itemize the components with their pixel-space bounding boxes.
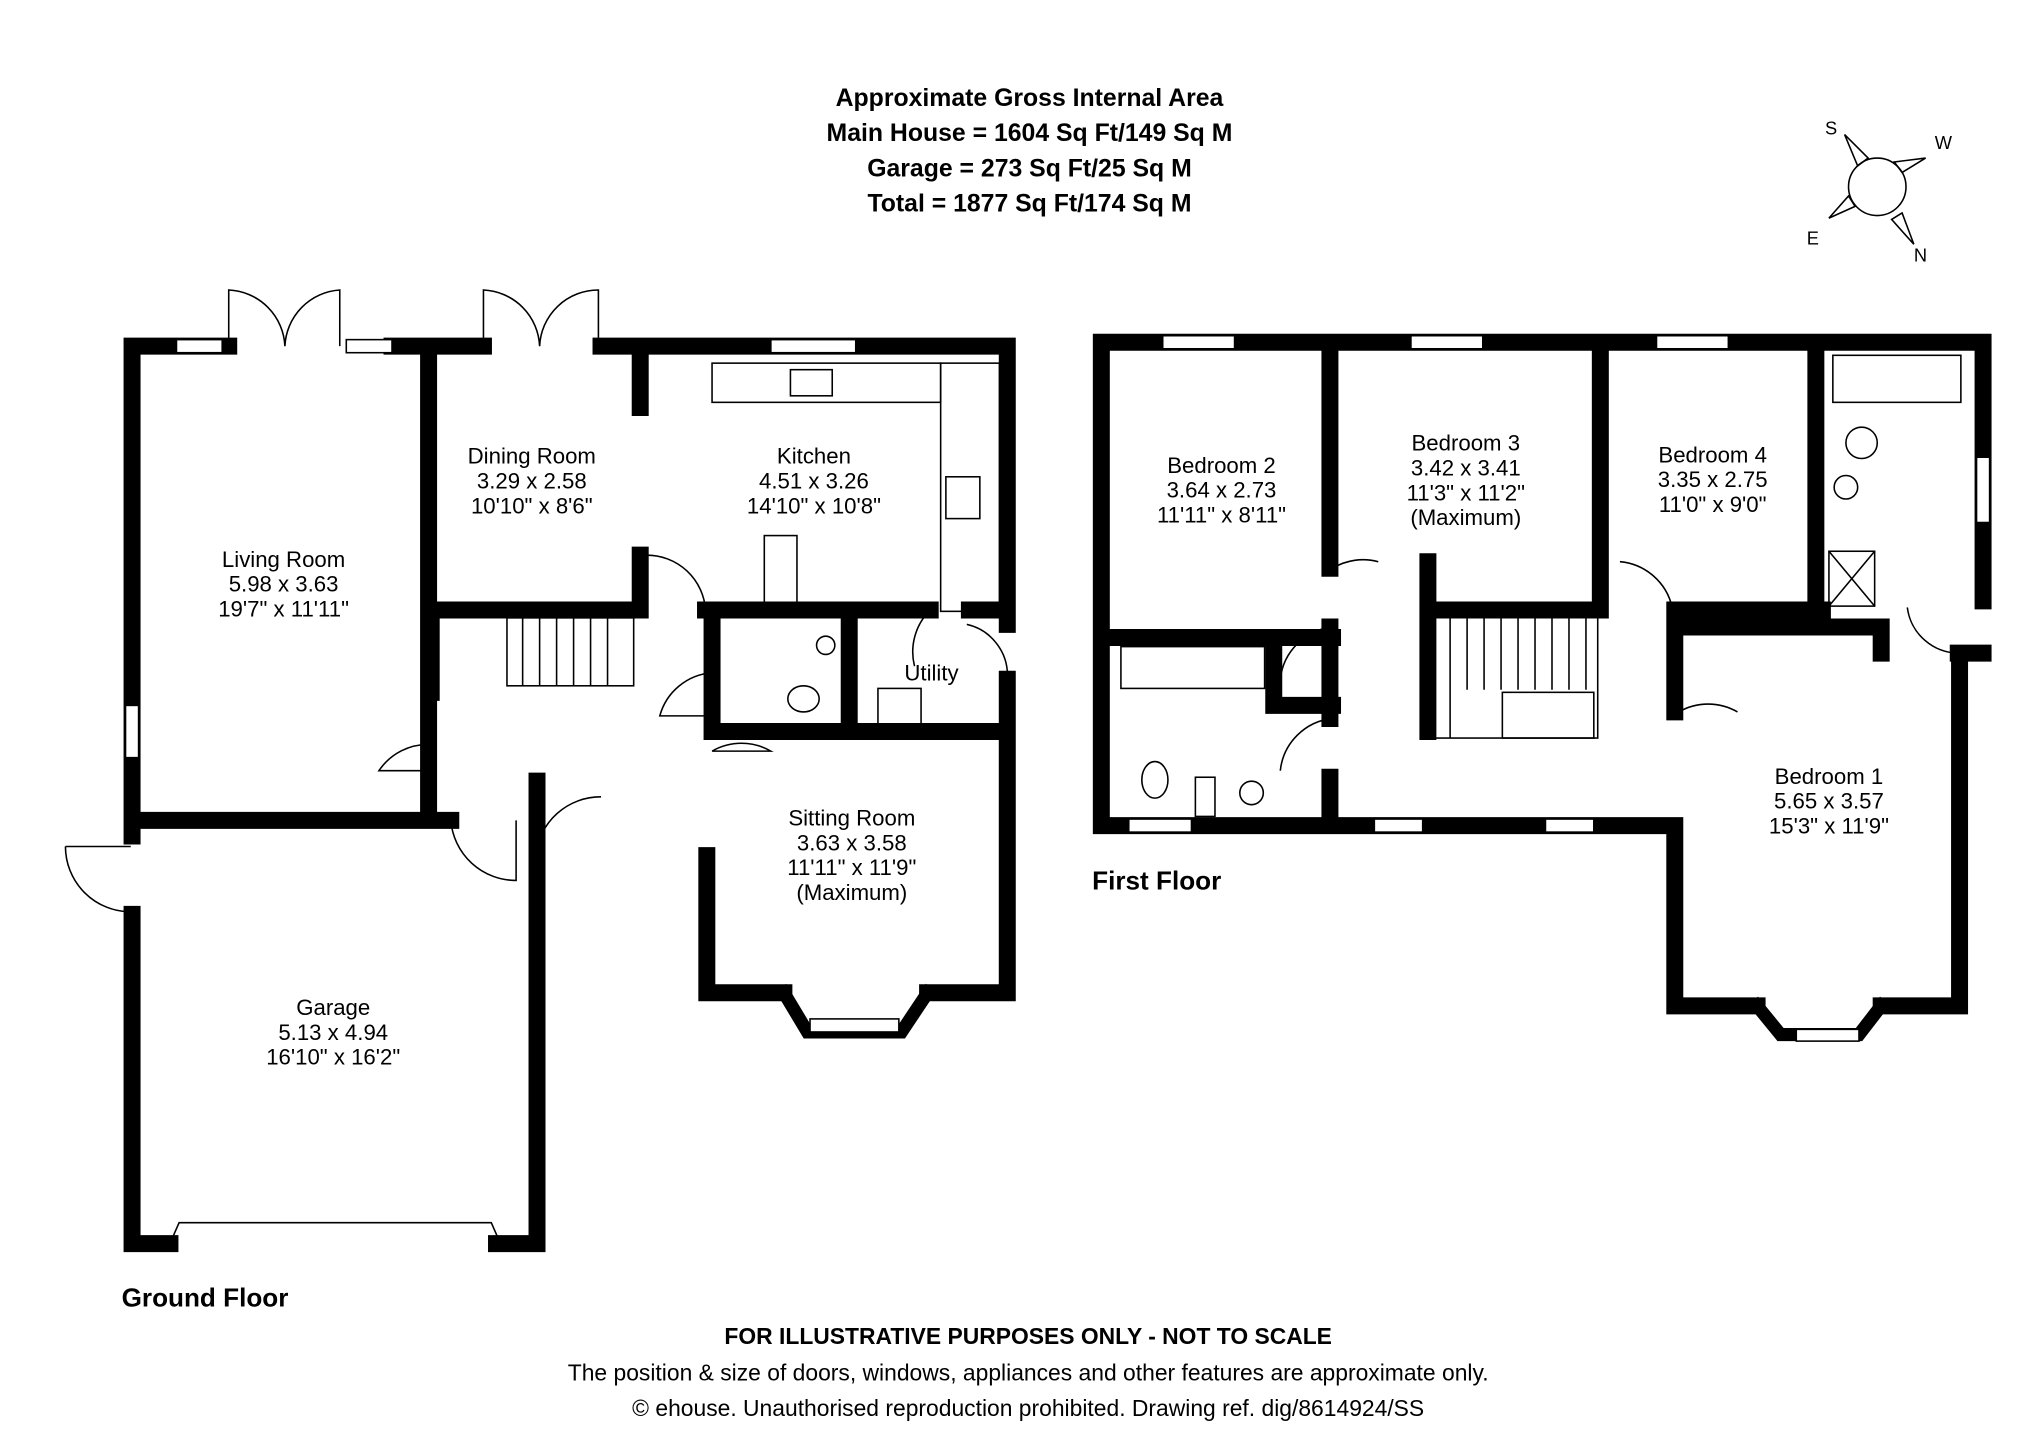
first-floor-plan <box>1092 333 1992 1042</box>
garage-metric: 5.13 x 4.94 <box>278 1020 388 1045</box>
garage-imperial: 16'10" x 16'2" <box>266 1045 400 1070</box>
window <box>809 1018 900 1033</box>
bedroom-2-name: Bedroom 2 <box>1167 453 1276 478</box>
sitting-room-name: Sitting Room <box>788 806 915 831</box>
garage-area: Garage = 273 Sq Ft/25 Sq M <box>867 155 1192 182</box>
compass-e: E <box>1807 227 1819 248</box>
toilet-icon <box>1141 760 1169 799</box>
bedroom-3-note: (Maximum) <box>1410 505 1521 530</box>
toilet-icon <box>787 685 820 713</box>
basin-icon <box>1833 474 1859 500</box>
area-title: Approximate Gross Internal Area <box>836 85 1224 112</box>
window <box>345 338 393 354</box>
compass-icon: S W E N <box>1807 118 1953 266</box>
bedroom-2-imperial: 11'11" x 8'11" <box>1157 503 1286 528</box>
sitting-room-imperial: 11'11" x 11'9" <box>787 855 916 880</box>
ground-floor-plan <box>64 289 1016 1253</box>
footer: FOR ILLUSTRATIVE PURPOSES ONLY - NOT TO … <box>568 1323 1489 1421</box>
window <box>1410 334 1484 350</box>
window <box>1795 1028 1860 1042</box>
living-room-name: Living Room <box>222 547 345 572</box>
toilet-icon <box>1845 426 1879 460</box>
kitchen-name: Kitchen <box>777 444 851 469</box>
window <box>1544 818 1595 833</box>
basin-icon <box>815 635 836 656</box>
window <box>1655 334 1730 350</box>
basin-icon <box>1239 780 1265 806</box>
window <box>124 704 140 759</box>
hob-icon <box>945 476 981 520</box>
bath-icon <box>1832 354 1962 404</box>
garage-name: Garage <box>296 995 370 1020</box>
first-floor-label: First Floor <box>1092 866 1221 896</box>
dining-room-imperial: 10'10" x 8'6" <box>471 493 593 518</box>
compass-n: N <box>1914 244 1927 265</box>
utility-sink-icon <box>877 687 922 726</box>
bedroom-1-name: Bedroom 1 <box>1775 764 1884 789</box>
bedroom-3-metric: 3.42 x 3.41 <box>1411 455 1521 480</box>
sitting-room-metric: 3.63 x 3.58 <box>797 830 907 855</box>
area-summary: Approximate Gross Internal Area Main Hou… <box>827 85 1233 218</box>
bedroom-3-name: Bedroom 3 <box>1412 431 1521 456</box>
compass-s: S <box>1825 118 1837 139</box>
disclaimer: FOR ILLUSTRATIVE PURPOSES ONLY - NOT TO … <box>724 1323 1332 1349</box>
dining-room-metric: 3.29 x 2.58 <box>477 469 587 494</box>
copyright: © ehouse. Unauthorised reproduction proh… <box>632 1395 1424 1421</box>
window <box>1975 456 1991 524</box>
bedroom-1-metric: 5.65 x 3.57 <box>1774 789 1884 814</box>
utility-name: Utility <box>904 661 959 686</box>
bedroom-1-imperial: 15'3" x 11'9" <box>1769 813 1889 838</box>
bath-icon <box>1120 645 1266 690</box>
living-room-metric: 5.98 x 3.63 <box>229 572 339 597</box>
living-room-imperial: 19'7" x 11'11" <box>218 597 349 622</box>
kitchen-metric: 4.51 x 3.26 <box>759 469 869 494</box>
window <box>1127 818 1193 833</box>
bedroom-4-imperial: 11'0" x 9'0" <box>1659 492 1767 517</box>
compass-w: W <box>1935 132 1953 153</box>
dining-room-name: Dining Room <box>468 444 596 469</box>
approximation-note: The position & size of doors, windows, a… <box>568 1360 1489 1386</box>
ground-floor-label: Ground Floor <box>122 1282 289 1312</box>
bedroom-2-metric: 3.64 x 2.73 <box>1167 478 1277 503</box>
window <box>175 338 223 354</box>
total-area: Total = 1877 Sq Ft/174 Sq M <box>867 191 1191 218</box>
shower-icon <box>1828 550 1876 607</box>
bedroom-3-imperial: 11'3" x 11'2" <box>1407 480 1525 505</box>
bedroom-4-metric: 3.35 x 2.75 <box>1658 467 1768 492</box>
sitting-room-note: (Maximum) <box>796 880 907 905</box>
kitchen-imperial: 14'10" x 10'8" <box>747 493 881 518</box>
window <box>1161 334 1236 350</box>
window <box>770 338 857 354</box>
sink-icon <box>789 368 834 397</box>
main-house-area: Main House = 1604 Sq Ft/149 Sq M <box>827 120 1233 147</box>
window <box>1373 818 1424 833</box>
bedroom-4-name: Bedroom 4 <box>1658 442 1767 467</box>
